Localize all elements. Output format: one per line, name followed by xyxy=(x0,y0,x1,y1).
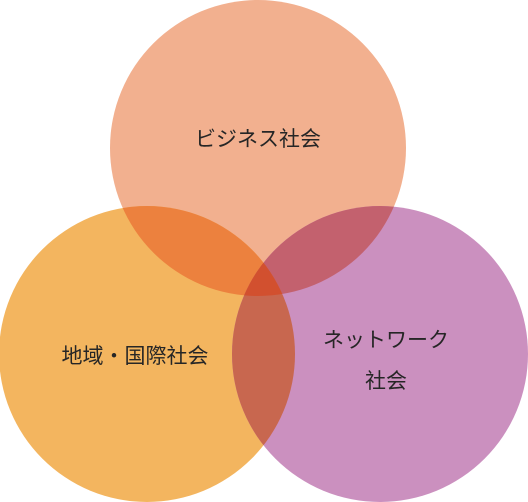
overlap-business-network xyxy=(232,206,406,296)
network-label-line-1: ネットワーク xyxy=(323,328,449,352)
business-label: ビジネス社会 xyxy=(195,127,321,151)
regional-international-label: 地域・国際社会 xyxy=(62,344,209,368)
overlap-business-regional xyxy=(110,206,295,296)
network-label-line-2: 社会 xyxy=(365,369,407,393)
